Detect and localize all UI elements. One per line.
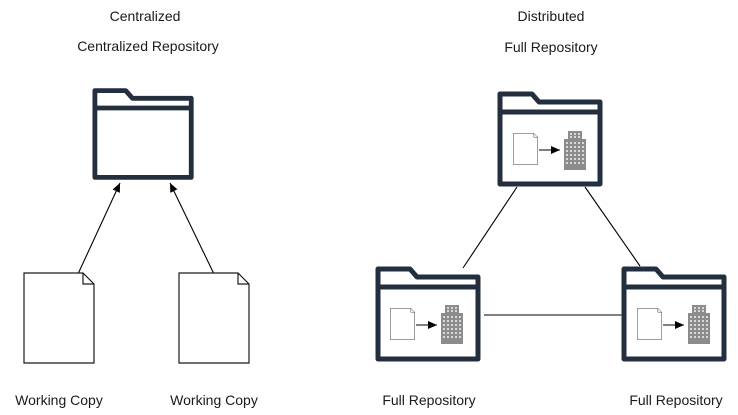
document-icon (23, 272, 95, 364)
document-icon (637, 308, 662, 340)
link-top-to-left (462, 186, 518, 269)
document-icon (390, 308, 415, 340)
full-repo-top (500, 94, 600, 184)
full-repo-label-top: Full Repository (504, 39, 598, 55)
centralized-heading: Centralized (109, 8, 181, 24)
full-repo-left (378, 269, 478, 359)
working-copy-label-2: Working Copy (170, 392, 258, 408)
document-icon (178, 272, 250, 364)
link-top-to-right (584, 186, 641, 267)
arrow-wc2-to-repo (169, 182, 215, 275)
arrow-wc1-to-repo (77, 182, 121, 275)
document-icon (513, 133, 538, 165)
full-repo-right (624, 269, 724, 359)
distributed-heading: Distributed (517, 8, 585, 24)
full-repo-label-right: Full Repository (629, 392, 723, 408)
centralized-repo-label: Centralized Repository (77, 38, 219, 54)
folder-icon (95, 91, 191, 178)
full-repo-label-left: Full Repository (382, 392, 476, 408)
working-copy-label-1: Working Copy (15, 392, 103, 408)
